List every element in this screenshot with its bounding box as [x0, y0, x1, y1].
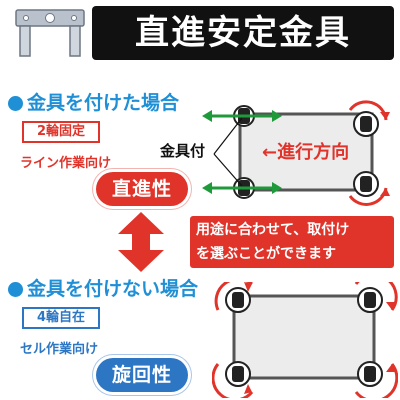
- double-arrow-icon: [118, 212, 164, 272]
- note-line-1: 用途に合わせて、取付け: [196, 222, 350, 238]
- caster-wheel-icon: [353, 171, 379, 197]
- green-arrow-head: [272, 182, 282, 194]
- red-rotation-arrow-icon: [212, 363, 254, 398]
- red-rotation-arrow-head: [380, 112, 390, 120]
- header: 直進安定金具: [0, 0, 400, 66]
- red-rotation-arrow-icon: [354, 282, 398, 311]
- cart-platform: [238, 112, 374, 192]
- mode-label-fixed: 2輪固定: [22, 121, 100, 143]
- caster-wheel-icon: [357, 361, 383, 387]
- section-with-bracket-title: 金具を付けた場合: [8, 88, 179, 115]
- green-arrow-head: [202, 182, 212, 194]
- cart-diagram-with-bracket: [202, 100, 390, 206]
- bracket-attached-label: 金具付: [160, 142, 206, 160]
- red-rotation-arrow-head: [386, 364, 396, 372]
- cart-platform: [232, 294, 376, 380]
- section-with-bracket-title-text: 金具を付けた場合: [27, 92, 180, 114]
- usage-note-box: 用途に合わせて、取付け を選ぶことができます: [190, 216, 394, 268]
- property-straightness-badge: 直進性: [96, 172, 188, 206]
- header-bar: [92, 6, 394, 60]
- travel-direction-label: ←進行方向: [262, 142, 350, 163]
- red-rotation-arrow-head: [386, 302, 396, 310]
- red-rotation-arrow-icon: [354, 363, 398, 398]
- caster-wheel-icon: [225, 287, 251, 313]
- section-without-bracket-title-text: 金具を付けない場合: [27, 278, 199, 300]
- green-arrow-head: [202, 110, 212, 122]
- red-rotation-arrow-head: [380, 188, 390, 196]
- leader-line: [213, 117, 243, 155]
- green-arrow-head: [272, 110, 282, 122]
- property-turning-badge: 旋回性: [96, 358, 188, 392]
- red-rotation-arrow-head: [244, 384, 252, 394]
- caster-wheel-icon: [353, 111, 379, 137]
- section-without-bracket-title: 金具を付けない場合: [8, 274, 198, 301]
- mode-label-swivel: 4輪自在: [22, 307, 100, 329]
- bracket-photo-icon: [15, 9, 85, 57]
- usage-label-line: ライン作業向け: [20, 156, 112, 171]
- note-line-2: を選ぶことができます: [196, 246, 336, 262]
- red-rotation-arrow-head: [244, 282, 252, 292]
- leader-line: [213, 153, 243, 187]
- page-title: 直進安定金具: [135, 13, 351, 53]
- bullet-icon: [8, 282, 23, 297]
- bullet-icon: [8, 96, 23, 111]
- cart-diagram-without-bracket: [212, 282, 398, 398]
- caster-wheel-icon: [357, 287, 383, 313]
- red-rotation-arrow-icon: [214, 282, 253, 311]
- caster-wheel-icon: [225, 361, 251, 387]
- usage-label-cell: セル作業向け: [20, 342, 99, 357]
